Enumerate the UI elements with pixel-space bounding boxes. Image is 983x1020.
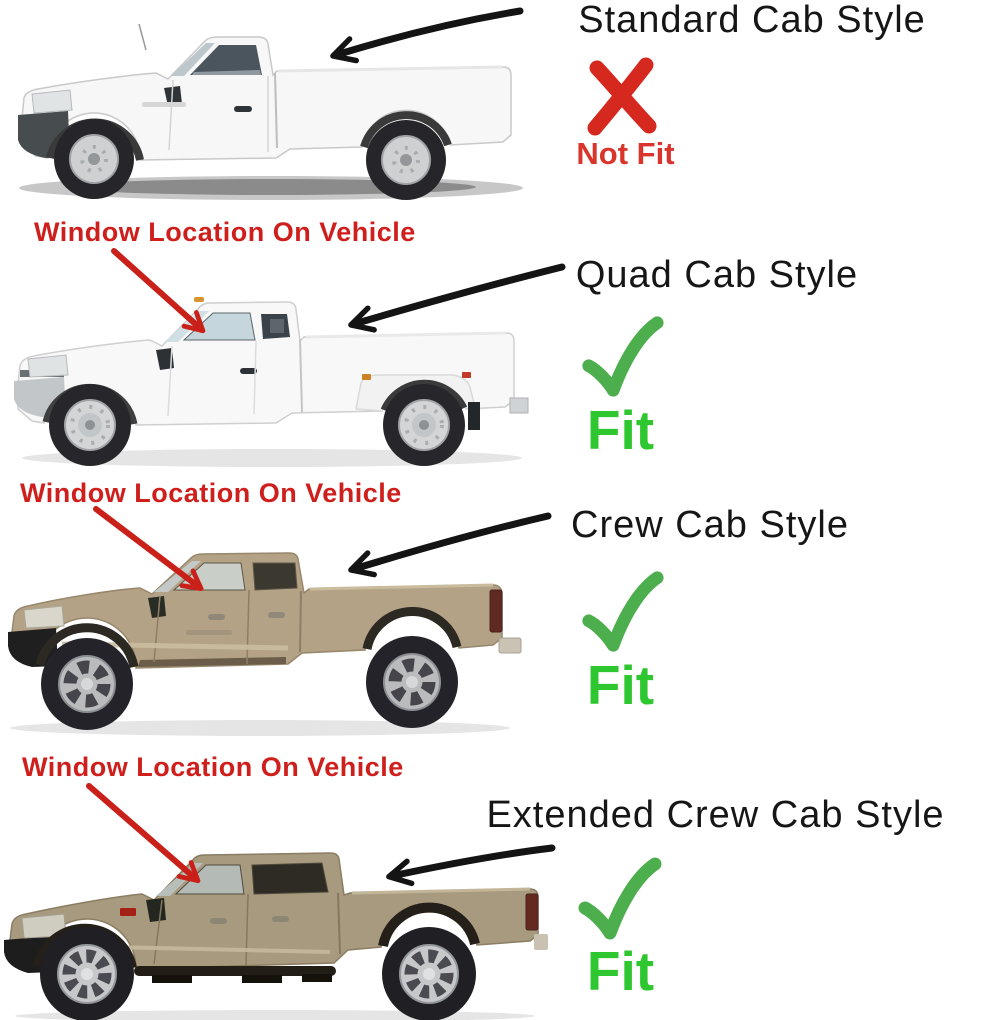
rear-wheel xyxy=(383,384,465,466)
mud-flap xyxy=(468,402,480,430)
rear-bumper xyxy=(534,934,548,950)
fit-check-icon-extended-crew-cab xyxy=(578,857,662,940)
front-wheel xyxy=(41,638,133,730)
side-mirror xyxy=(148,596,166,618)
window-location-label-quad-cab: Window Location On Vehicle xyxy=(34,217,416,247)
rear-door-window-glass xyxy=(251,862,329,895)
fender-badge xyxy=(120,908,136,916)
front-door-handle xyxy=(210,918,227,924)
amber-marker-light xyxy=(362,374,371,380)
rear-fender-arch xyxy=(360,111,452,149)
fit-label-crew-cab: Fit xyxy=(586,654,655,716)
front-wheel xyxy=(49,384,131,466)
front-wheel xyxy=(40,927,134,1020)
section-title-extended-crew-cab: Extended Crew Cab Style xyxy=(486,794,945,836)
cab-bed-gap xyxy=(274,72,278,149)
rear-fender-arch xyxy=(362,607,462,650)
cab-bed-gap xyxy=(299,590,302,653)
truck-body xyxy=(11,552,503,669)
ground-shadow xyxy=(10,720,510,736)
rear-wheel xyxy=(382,927,476,1020)
door-handle xyxy=(234,106,252,112)
not-fit-x-icon xyxy=(587,57,657,136)
headlight xyxy=(23,605,65,629)
headlight xyxy=(31,89,73,114)
rear-fender-arch xyxy=(378,902,480,948)
rear-bumper xyxy=(498,637,522,654)
front-wheel xyxy=(54,119,134,199)
not-fit-label: Not Fit xyxy=(576,136,675,171)
front-door-handle xyxy=(208,614,225,620)
headlight xyxy=(27,354,69,378)
cab-bed-gap xyxy=(299,338,303,413)
fit-check-icon-quad-cab xyxy=(582,316,664,397)
taillight xyxy=(525,893,539,931)
red-marker-light xyxy=(462,372,471,378)
window-location-label-extended-crew-cab: Window Location On Vehicle xyxy=(22,752,404,782)
standard-cab-truck-image xyxy=(18,23,523,200)
extended-crew-cab-truck-image xyxy=(4,852,548,1020)
section-title-standard-cab: Standard Cab Style xyxy=(578,0,926,41)
side-mirror xyxy=(156,348,174,370)
crew-cab-truck-image xyxy=(8,552,522,736)
rear-bumper xyxy=(509,397,529,414)
door-handle xyxy=(240,368,257,374)
rear-door-handle xyxy=(268,612,285,618)
fit-label-extended-crew-cab: Fit xyxy=(586,940,655,1002)
side-mirror xyxy=(164,86,182,106)
rear-wheel xyxy=(366,636,458,728)
cab-bed-gap xyxy=(337,892,341,955)
front-fender-arch xyxy=(35,623,139,668)
fit-label-quad-cab: Fit xyxy=(586,399,655,461)
rear-door-window-glass xyxy=(252,562,298,591)
antenna xyxy=(138,23,147,51)
quad-cab-truck-image xyxy=(14,297,529,467)
truck-body xyxy=(21,36,512,161)
running-board xyxy=(134,966,336,976)
taillight xyxy=(489,589,503,633)
section-title-quad-cab: Quad Cab Style xyxy=(575,254,859,296)
rear-fender-arch xyxy=(380,379,468,412)
roof-clearance-light xyxy=(194,297,204,302)
rear-door-handle xyxy=(272,916,289,922)
rear-wheel xyxy=(366,120,446,200)
section-title-crew-cab: Crew Cab Style xyxy=(571,504,849,546)
door-window-glass xyxy=(190,45,262,75)
truck-body xyxy=(9,852,539,970)
windshield-glass xyxy=(171,43,215,76)
fit-check-icon-crew-cab xyxy=(582,571,664,652)
window-location-label-crew-cab: Window Location On Vehicle xyxy=(20,478,402,508)
